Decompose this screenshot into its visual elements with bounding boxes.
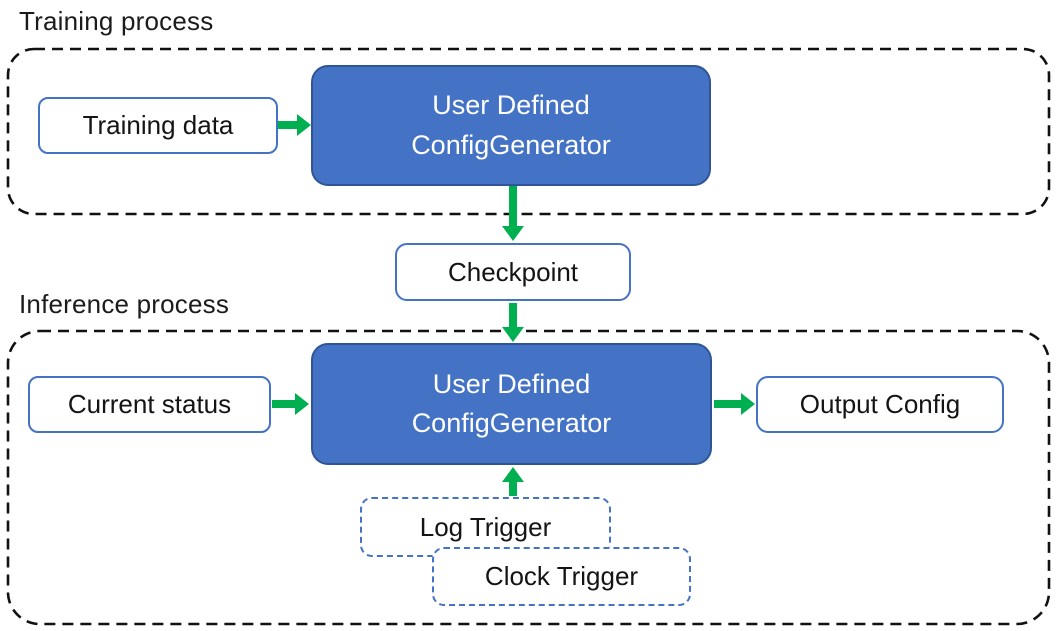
training-data-box: Training data bbox=[38, 97, 278, 154]
arrow-current-status-to-generator-icon bbox=[272, 393, 309, 415]
inference-config-generator-box: User Defined ConfigGenerator bbox=[311, 343, 712, 465]
log-trigger-label: Log Trigger bbox=[419, 511, 552, 542]
training-generator-label-line2: ConfigGenerator bbox=[411, 129, 611, 160]
inference-generator-label-line2: ConfigGenerator bbox=[411, 408, 612, 438]
output-config-label: Output Config bbox=[799, 389, 961, 420]
inference-generator-label-line1: User Defined bbox=[432, 368, 591, 399]
arrow-generator-to-checkpoint-icon bbox=[502, 186, 524, 241]
checkpoint-box: Checkpoint bbox=[395, 243, 631, 301]
training-generator-label-line1: User Defined bbox=[432, 90, 590, 121]
clock-trigger-label: Clock Trigger bbox=[484, 561, 639, 592]
checkpoint-label: Checkpoint bbox=[447, 256, 579, 287]
current-status-label: Current status bbox=[67, 389, 232, 420]
clock-trigger-box: Clock Trigger bbox=[432, 547, 691, 606]
arrow-generator-to-output-icon bbox=[714, 393, 755, 415]
training-section-title: Training process bbox=[19, 6, 214, 36]
output-config-box: Output Config bbox=[756, 376, 1004, 433]
arrow-checkpoint-to-generator-icon bbox=[502, 303, 524, 342]
training-data-label: Training data bbox=[82, 110, 234, 141]
inference-section-title: Inference process bbox=[19, 289, 230, 319]
training-config-generator-box: User Defined ConfigGenerator bbox=[311, 65, 711, 186]
arrow-training-data-to-generator-icon bbox=[278, 114, 311, 136]
arrow-triggers-to-generator-icon bbox=[502, 467, 524, 496]
current-status-box: Current status bbox=[28, 376, 271, 433]
